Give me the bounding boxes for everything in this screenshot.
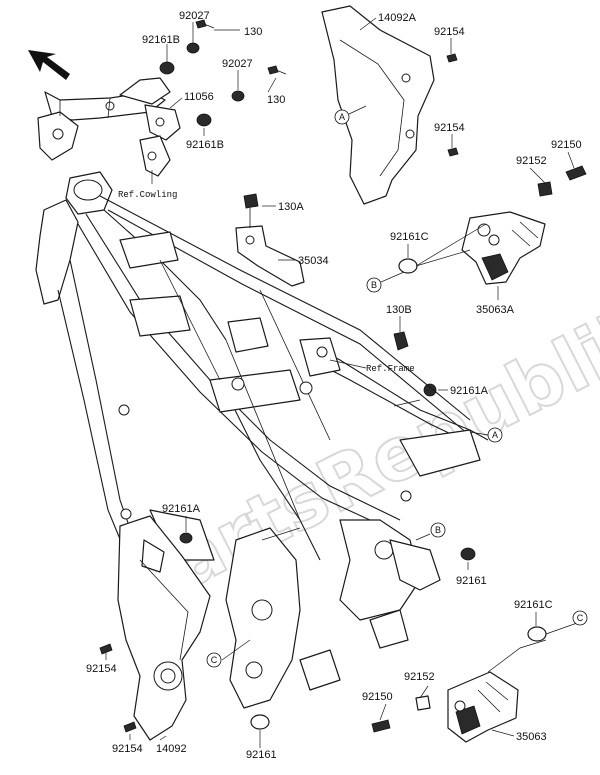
bolt-130B	[393, 331, 409, 351]
callout-c-left: C	[206, 652, 222, 668]
label-92161C-r: 92161C	[390, 231, 429, 243]
grommet-92161B-top	[159, 61, 175, 75]
grommet-92161-b	[250, 714, 270, 730]
grommet-92161B-mid	[196, 113, 212, 127]
label-92152-tr: 92152	[516, 155, 547, 167]
screw-92154-l2	[123, 721, 137, 733]
callout-b-right: B	[366, 271, 405, 293]
svg-text:A: A	[339, 112, 345, 122]
side-cover-14092	[117, 515, 211, 741]
bolt-130-top	[195, 19, 215, 29]
label-92161-r: 92161	[456, 575, 487, 587]
label-35063: 35063	[516, 731, 547, 743]
collar-92027-top	[186, 42, 200, 54]
grommet-92161C-r	[398, 258, 418, 274]
bolt-92150-tr	[565, 165, 587, 181]
callout-a-right: A	[469, 427, 503, 443]
cowling-bracket-11056	[37, 77, 181, 177]
part-labels: 92027 130 92161B 92027 11056 130 92161B …	[86, 10, 582, 761]
label-92150-br: 92150	[362, 691, 393, 703]
svg-text:B: B	[371, 280, 377, 290]
footpeg-bracket-35063	[447, 671, 519, 743]
label-92154-l1: 92154	[86, 663, 117, 675]
label-92161-b: 92161	[246, 749, 277, 761]
grommet-92161A-l	[179, 532, 193, 544]
screw-92154-tr2	[447, 147, 459, 157]
engine-bracket-35034	[235, 193, 305, 287]
label-92027-mid: 92027	[222, 58, 253, 70]
label-92150-tr: 92150	[551, 139, 582, 151]
label-130-top: 130	[244, 26, 262, 38]
collar-92152-br	[415, 695, 431, 711]
front-direction-arrow-icon	[28, 50, 70, 80]
label-92154-tr1: 92154	[434, 26, 465, 38]
label-92154-tr2: 92154	[434, 122, 465, 134]
screw-92154-l1	[99, 643, 113, 655]
label-35063A: 35063A	[476, 304, 515, 316]
label-92161C-br: 92161C	[514, 599, 553, 611]
label-ref-cowling: Ref.Cowling	[118, 190, 177, 200]
leader-lines	[105, 17, 581, 748]
collar-92027-mid	[231, 90, 245, 102]
label-92152-br: 92152	[404, 671, 435, 683]
label-14092A: 14092A	[378, 12, 417, 24]
screw-92154-tr1	[446, 53, 458, 63]
label-130B: 130B	[386, 304, 412, 316]
label-92161B-mid: 92161B	[186, 139, 224, 151]
label-92154-l2: 92154	[112, 743, 143, 755]
svg-text:C: C	[211, 655, 218, 665]
label-ref-frame: Ref.Frame	[366, 364, 415, 374]
bolt-130-mid	[267, 65, 287, 75]
svg-text:C: C	[577, 613, 584, 623]
label-130-mid: 130	[267, 94, 285, 106]
label-92161B-top: 92161B	[142, 34, 180, 46]
callout-b-mid: B	[430, 522, 446, 538]
grommet-92161-r	[460, 547, 476, 561]
grommet-92161C-br	[527, 626, 547, 642]
callout-c-right: C	[572, 610, 588, 626]
label-92161A-l: 92161A	[162, 503, 201, 515]
side-cover-14092A	[321, 5, 435, 205]
svg-text:A: A	[492, 430, 498, 440]
svg-text:B: B	[435, 525, 441, 535]
callout-a-top: A	[334, 105, 367, 125]
collar-92152-tr	[537, 181, 553, 197]
footpeg-bracket-35063A	[461, 211, 546, 285]
label-11056: 11056	[184, 91, 214, 103]
label-35034: 35034	[298, 255, 329, 267]
label-92027-top: 92027	[179, 10, 210, 22]
label-130A: 130A	[278, 201, 304, 213]
bolt-92150-br	[371, 719, 391, 733]
label-92161A-r: 92161A	[450, 385, 489, 397]
label-14092: 14092	[156, 743, 187, 755]
grommet-92161A-r	[423, 383, 437, 397]
